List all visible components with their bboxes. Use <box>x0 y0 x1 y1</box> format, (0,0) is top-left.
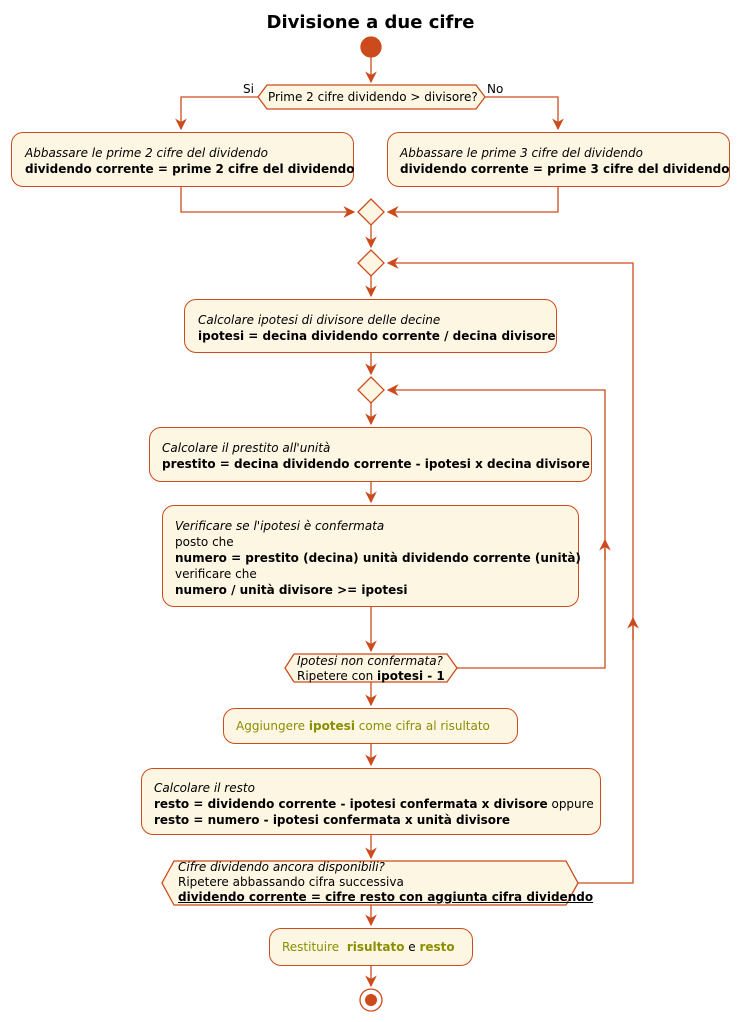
return-prefix: Restituire <box>282 940 347 954</box>
lower-two-digits-box: Abbassare le prime 2 cifre del dividendo… <box>11 132 355 187</box>
decision-3-text: Cifre dividendo ancora disponibili? Ripe… <box>178 860 593 905</box>
verify-formula-check: numero / unità divisore >= ipotesi <box>175 583 408 597</box>
merge-diamond-2 <box>357 249 385 277</box>
decision-2-repeat-prefix: Ripetere con <box>297 669 377 683</box>
decision-2-repeat: Ripetere con ipotesi - 1 <box>297 669 445 684</box>
verify-title: Verificare se l'ipotesi è confermata <box>175 519 385 533</box>
decision-2-shape <box>284 653 458 683</box>
lower-three-digits-title: Abbassare le prime 3 cifre del dividendo <box>400 146 643 160</box>
remainder-oppure: oppure <box>547 797 594 811</box>
return-mid: e <box>404 940 420 954</box>
lower-three-digits-formula: dividendo corrente = prime 3 cifre del d… <box>400 162 730 176</box>
remainder-line-2: resto = dividendo corrente - ipotesi con… <box>154 796 600 812</box>
diagram-title: Divisione a due cifre <box>266 12 475 33</box>
add-digit-box: Aggiungere ipotesi come cifra al risulta… <box>223 708 518 744</box>
decision-2-question: Ipotesi non confermata? <box>297 654 443 668</box>
add-digit-suffix: come cifra al risultato <box>354 719 490 733</box>
loan-title: Calcolare il prestito all'unità <box>162 441 331 455</box>
merge-diamond-3 <box>357 376 385 404</box>
end-node-dot <box>365 994 377 1006</box>
return-bold-rest: resto <box>419 940 455 954</box>
lower-three-digits-box: Abbassare le prime 3 cifre del dividendo… <box>387 132 730 187</box>
decision-2-text: Ipotesi non confermata? Ripetere con ipo… <box>297 654 445 684</box>
hypothesis-box: Calcolare ipotesi di divisore delle deci… <box>184 299 557 353</box>
add-digit-bold: ipotesi <box>308 719 355 733</box>
start-node <box>360 36 382 58</box>
verify-line-4: verificare che <box>175 567 257 581</box>
merge-diamond-1 <box>357 198 385 226</box>
verify-box: Verificare se l'ipotesi è confermata pos… <box>162 505 581 607</box>
lower-two-digits-title: Abbassare le prime 2 cifre del dividendo <box>25 146 268 160</box>
lower-two-digits-formula: dividendo corrente = prime 2 cifre del d… <box>25 162 355 176</box>
decision-2-repeat-bold: ipotesi - 1 <box>377 669 445 683</box>
decision-3-line-2: Ripetere abbassando cifra successiva <box>178 875 404 889</box>
decision-1-no-label: No <box>487 82 504 96</box>
decision-1-question: Prime 2 cifre dividendo > divisore? <box>268 90 478 104</box>
loan-formula: prestito = decina dividendo corrente - i… <box>162 457 590 471</box>
remainder-box: Calcolare il resto resto = dividendo cor… <box>141 768 601 835</box>
loan-box: Calcolare il prestito all'unità prestito… <box>149 427 592 482</box>
decision-1-yes-label: Si <box>243 82 254 96</box>
hypothesis-formula: ipotesi = decina dividendo corrente / de… <box>198 329 556 343</box>
remainder-formula-2: resto = numero - ipotesi confermata x un… <box>154 813 511 827</box>
decision-3-shape <box>161 860 579 906</box>
hypothesis-title: Calcolare ipotesi di divisore delle deci… <box>198 313 441 327</box>
remainder-formula-1: resto = dividendo corrente - ipotesi con… <box>154 797 548 811</box>
return-box: Restituire risultato e resto <box>269 928 473 966</box>
add-digit-prefix: Aggiungere <box>236 719 309 733</box>
decision-3-line-3: dividendo corrente = cifre resto con agg… <box>178 890 594 904</box>
decision-3-question: Cifre dividendo ancora disponibili? <box>178 860 385 874</box>
verify-line-2: posto che <box>175 535 234 549</box>
remainder-title: Calcolare il resto <box>154 781 255 795</box>
return-bold-result: risultato <box>346 940 405 954</box>
verify-formula-number: numero = prestito (decina) unità dividen… <box>175 551 581 565</box>
